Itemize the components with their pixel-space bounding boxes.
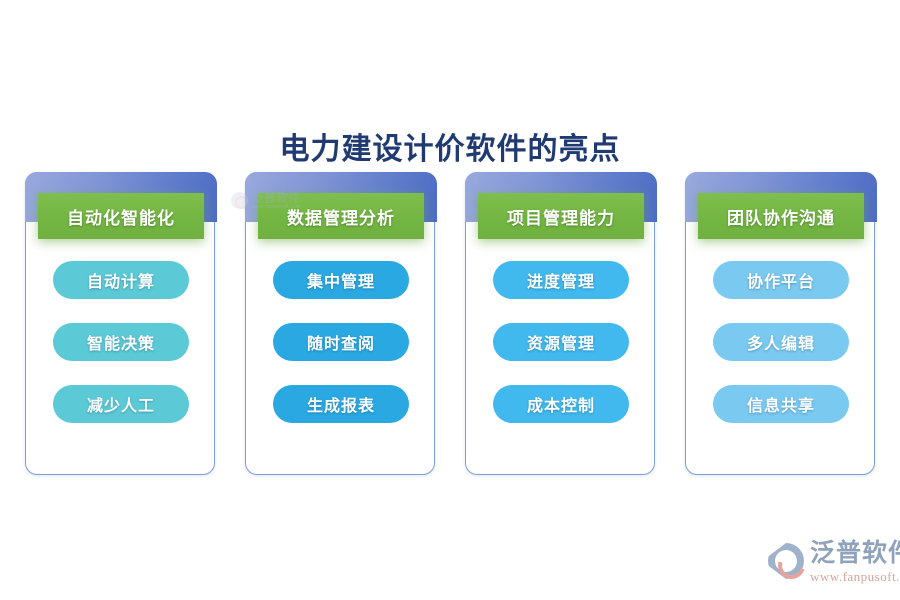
brand-url: www.fanpusoft.com: [810, 569, 900, 584]
logo-ring-inner-shape: [775, 550, 797, 572]
feature-pill[interactable]: 生成报表: [273, 385, 409, 423]
fanpu-logo-icon: [768, 543, 810, 584]
card-item-list: 自动计算 智能决策 减少人工: [26, 261, 216, 423]
brand-logo: 泛普软件 www.fanpusoft.com: [768, 539, 900, 584]
brand-text: 泛普软件 www.fanpusoft.com: [810, 539, 900, 584]
feature-pill[interactable]: 信息共享: [713, 385, 849, 423]
card-item-list: 进度管理 资源管理 成本控制: [466, 261, 656, 423]
feature-card-data-management: 数据管理分析 集中管理 随时查阅 生成报表: [245, 172, 437, 475]
feature-card-project-management: 项目管理能力 进度管理 资源管理 成本控制: [465, 172, 657, 475]
feature-pill[interactable]: 成本控制: [493, 385, 629, 423]
feature-pill[interactable]: 多人编辑: [713, 323, 849, 361]
feature-pill[interactable]: 协作平台: [713, 261, 849, 299]
feature-pill[interactable]: 进度管理: [493, 261, 629, 299]
card-header-title: 项目管理能力: [478, 193, 644, 239]
feature-pill[interactable]: 自动计算: [53, 261, 189, 299]
card-header-title: 团队协作沟通: [698, 193, 864, 239]
card-header-title: 自动化智能化: [38, 193, 204, 239]
feature-pill[interactable]: 智能决策: [53, 323, 189, 361]
feature-cards-row: 自动化智能化 自动计算 智能决策 减少人工 数据管理分析 集中管理 随时查阅 生…: [25, 172, 877, 477]
feature-pill[interactable]: 集中管理: [273, 261, 409, 299]
page-title: 电力建设计价软件的亮点: [279, 133, 621, 166]
feature-pill[interactable]: 减少人工: [53, 385, 189, 423]
feature-card-automation: 自动化智能化 自动计算 智能决策 减少人工: [25, 172, 217, 475]
feature-card-team-collaboration: 团队协作沟通 协作平台 多人编辑 信息共享: [685, 172, 877, 475]
card-header-title: 数据管理分析: [258, 193, 424, 239]
brand-name: 泛普软件: [810, 539, 900, 567]
card-item-list: 集中管理 随时查阅 生成报表: [246, 261, 436, 423]
feature-pill[interactable]: 随时查阅: [273, 323, 409, 361]
card-item-list: 协作平台 多人编辑 信息共享: [686, 261, 876, 423]
feature-pill[interactable]: 资源管理: [493, 323, 629, 361]
